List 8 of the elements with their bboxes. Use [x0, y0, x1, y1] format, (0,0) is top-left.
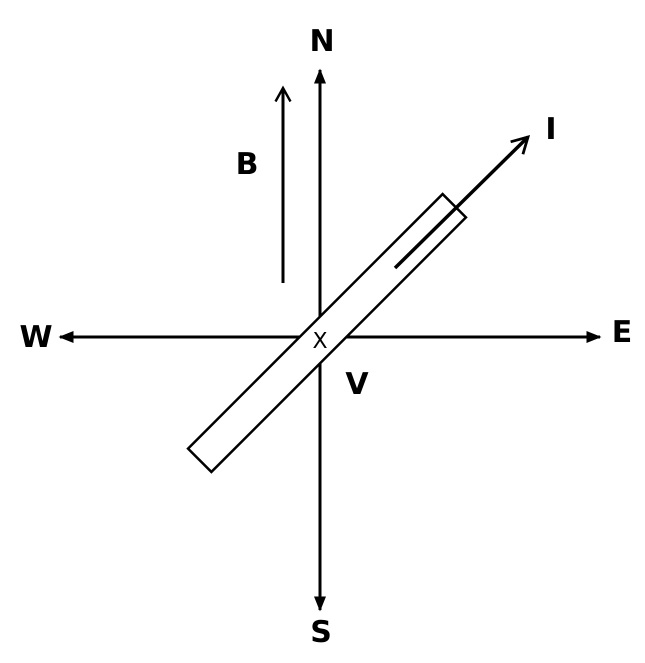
axis-label: B: [236, 150, 258, 180]
axis-label: W: [19, 323, 53, 353]
axis-label: I: [545, 115, 557, 145]
axis-label: X: [312, 331, 328, 353]
axis-label: N: [309, 27, 335, 57]
axis-label: V: [345, 370, 369, 400]
axis-label: E: [612, 318, 632, 348]
axis-label: S: [310, 618, 332, 648]
